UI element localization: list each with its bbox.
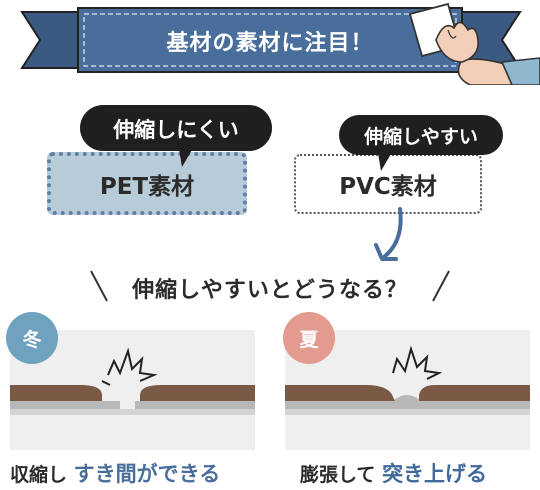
hands-wiping-icon [408,2,540,85]
left-slash-decoration [90,270,108,302]
summer-burst-icon [392,345,443,380]
winter-caption: 収縮し すき間ができる [10,458,220,488]
pvc-bubble-text: 伸縮しやすい [364,126,478,148]
winter-floor-illustration [10,347,255,415]
pet-speech-bubble [80,105,272,167]
right-slash-decoration [432,270,450,302]
summer-caption: 膨張して 突き上げる [300,458,487,488]
winter-badge: 冬 [6,312,58,364]
summer-caption-plain: 膨張して [300,464,376,486]
summer-floor-illustration [285,345,530,415]
question-text: 伸縮しやすいとどうなる？ [132,278,408,303]
summer-caption-emphasis: 突き上げる [382,462,488,486]
pet-material-label: PET素材 [99,173,195,200]
pvc-speech-bubble [339,115,503,171]
pet-bubble-text: 伸縮しにくい [113,118,239,142]
summer-badge-label: 夏 [299,328,319,351]
summer-badge: 夏 [283,312,335,364]
winter-badge-label: 冬 [22,328,42,351]
winter-burst-icon [101,347,158,386]
pvc-material-label: PVC素材 [339,174,437,200]
pet-material-box: PET素材 [47,152,247,215]
banner-title: 基材の素材に注目！ [166,31,374,56]
pvc-material-box: PVC素材 [294,154,482,214]
winter-caption-plain: 収縮し [10,464,68,486]
winter-caption-emphasis: すき間ができる [73,462,221,486]
curved-arrow-icon [374,207,403,261]
